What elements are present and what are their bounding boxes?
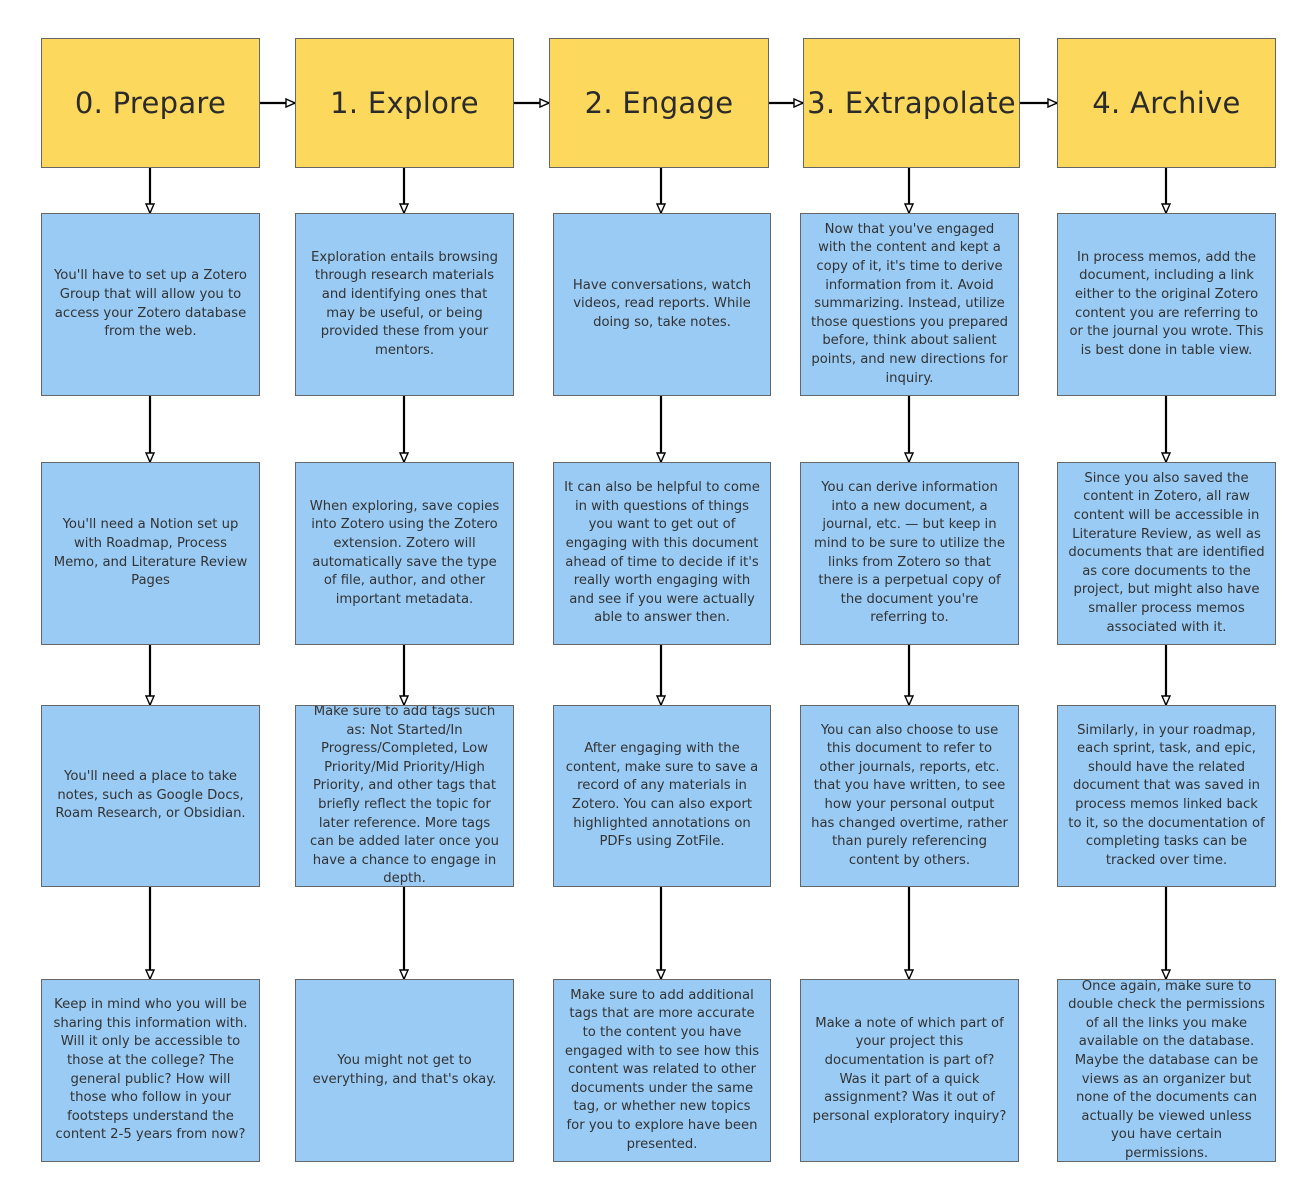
- step-card: Once again, make sure to double check th…: [1057, 979, 1276, 1162]
- step-card: After engaging with the content, make su…: [553, 705, 771, 887]
- step-card: Since you also saved the content in Zote…: [1057, 462, 1276, 645]
- column-header: 2. Engage: [549, 38, 769, 168]
- step-card: Make sure to add additional tags that ar…: [553, 979, 771, 1162]
- column-header: 4. Archive: [1057, 38, 1276, 168]
- step-card: In process memos, add the document, incl…: [1057, 213, 1276, 396]
- step-card: Make a note of which part of your projec…: [800, 979, 1019, 1162]
- step-card: Exploration entails browsing through res…: [295, 213, 514, 396]
- step-card: You can derive information into a new do…: [800, 462, 1019, 645]
- step-card: Now that you've engaged with the content…: [800, 213, 1019, 396]
- step-card: Keep in mind who you will be sharing thi…: [41, 979, 260, 1162]
- step-card: You can also choose to use this document…: [800, 705, 1019, 887]
- column-header: 1. Explore: [295, 38, 514, 168]
- column-header: 0. Prepare: [41, 38, 260, 168]
- step-card: You'll need a place to take notes, such …: [41, 705, 260, 887]
- step-card: Make sure to add tags such as: Not Start…: [295, 705, 514, 887]
- step-card: It can also be helpful to come in with q…: [553, 462, 771, 645]
- step-card: You'll need a Notion set up with Roadmap…: [41, 462, 260, 645]
- step-card: You might not get to everything, and tha…: [295, 979, 514, 1162]
- step-card: Similarly, in your roadmap, each sprint,…: [1057, 705, 1276, 887]
- column-header: 3. Extrapolate: [803, 38, 1020, 168]
- step-card: When exploring, save copies into Zotero …: [295, 462, 514, 645]
- step-card: Have conversations, watch videos, read r…: [553, 213, 771, 396]
- step-card: You'll have to set up a Zotero Group tha…: [41, 213, 260, 396]
